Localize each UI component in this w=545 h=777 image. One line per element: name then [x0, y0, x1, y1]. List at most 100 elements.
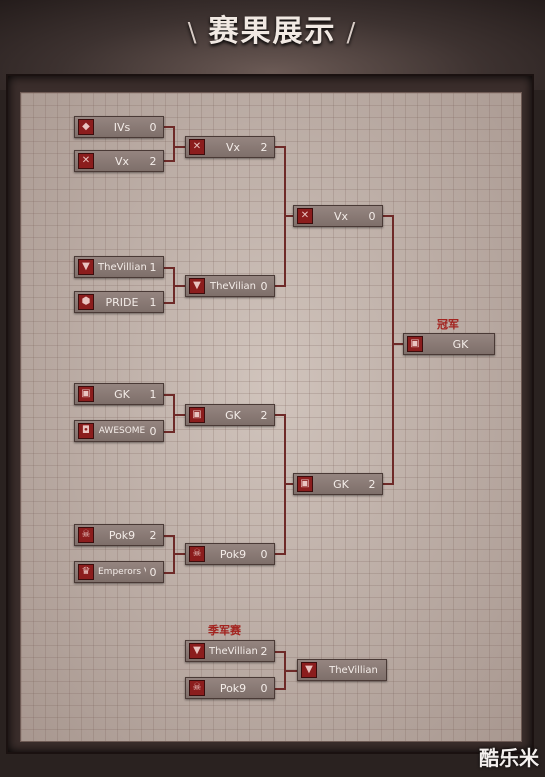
team-score: 2: [149, 154, 157, 168]
team-name: GK: [225, 408, 241, 422]
wire: [383, 215, 393, 217]
wire: [164, 431, 174, 433]
thevillian-logo-icon: ▼: [189, 278, 205, 294]
wire: [284, 215, 293, 217]
wire: [164, 302, 174, 304]
team-score: 1: [149, 387, 157, 401]
third-place-label: 季军赛: [208, 624, 241, 637]
gk-logo-icon: ▣: [189, 407, 205, 423]
wire: [275, 651, 285, 653]
team-slot-round1: ⬢ PRIDE 1: [74, 291, 164, 313]
team-name: Emperors V: [98, 567, 146, 577]
wire: [383, 483, 393, 485]
team-name: Pok9: [108, 528, 136, 542]
third-place-winner-slot: ▼ TheVillian: [297, 659, 387, 681]
thevillian-logo-icon: ▼: [78, 259, 94, 275]
team-score: 0: [149, 424, 157, 438]
vx-logo-icon: ✕: [78, 153, 94, 169]
pok9-logo-icon: ☠: [189, 546, 205, 562]
wire: [275, 285, 285, 287]
team-score: 2: [260, 644, 268, 658]
thevillian-logo-icon: ▼: [301, 662, 317, 678]
team-score: 2: [260, 140, 268, 154]
wire: [173, 285, 185, 287]
wire: [284, 670, 297, 672]
team-slot-round2: ☠ Pok9 0: [185, 543, 275, 565]
team-slot-round1: ♛ Emperors V 0: [74, 561, 164, 583]
team-score: 0: [149, 120, 157, 134]
team-slot-round1: ◆ IVs 0: [74, 116, 164, 138]
wire: [164, 572, 174, 574]
wire: [284, 483, 293, 485]
page-title: \ 赛果展示 /: [0, 6, 545, 50]
wire: [173, 553, 185, 555]
team-name: Pok9: [219, 681, 247, 695]
wire: [275, 553, 285, 555]
team-slot-round1: ▣ GK 1: [74, 383, 164, 405]
wire: [173, 414, 185, 416]
title-deco-right: /: [346, 18, 358, 48]
wire: [164, 160, 174, 162]
gk-logo-icon: ▣: [78, 386, 94, 402]
team-score: 2: [368, 477, 376, 491]
wire: [173, 126, 175, 162]
team-name: Vx: [114, 154, 130, 168]
team-name: GK: [452, 337, 469, 351]
pride-logo-icon: ⬢: [78, 294, 94, 310]
team-name: IVs: [113, 120, 131, 134]
team-score: 0: [260, 279, 268, 293]
team-slot-round1: ✕ Vx 2: [74, 150, 164, 172]
team-name: TheVilian: [209, 280, 257, 292]
wire: [164, 126, 174, 128]
team-name: AWESOME: [98, 426, 146, 436]
wire: [173, 146, 185, 148]
team-slot-round1: ▼ TheVillian 1: [74, 256, 164, 278]
team-score: 0: [149, 565, 157, 579]
team-score: 0: [260, 547, 268, 561]
team-name: TheVillian: [98, 261, 146, 273]
team-name: Vx: [225, 140, 241, 154]
wire: [275, 146, 285, 148]
title-deco-left: \: [187, 18, 199, 48]
team-name: Vx: [333, 209, 349, 223]
wire: [164, 267, 174, 269]
wire: [173, 394, 175, 433]
team-name: Pok9: [219, 547, 247, 561]
team-slot-round2: ✕ Vx 2: [185, 136, 275, 158]
team-slot-round3: ▣ GK 2: [293, 473, 383, 495]
team-score: 1: [149, 295, 157, 309]
team-slot-round2: ▼ TheVilian 0: [185, 275, 275, 297]
pok9-logo-icon: ☠: [189, 680, 205, 696]
team-score: 0: [260, 681, 268, 695]
gk-logo-icon: ▣: [407, 336, 423, 352]
ivs-logo-icon: ◆: [78, 119, 94, 135]
team-name: GK: [333, 477, 349, 491]
vx-logo-icon: ✕: [189, 139, 205, 155]
wire: [275, 414, 285, 416]
team-name: PRIDE: [105, 295, 139, 309]
team-slot-round2: ▣ GK 2: [185, 404, 275, 426]
team-slot-third-place: ☠ Pok9 0: [185, 677, 275, 699]
team-score: 0: [368, 209, 376, 223]
awesome-logo-icon: ◘: [78, 423, 94, 439]
team-slot-round1: ☠ Pok9 2: [74, 524, 164, 546]
champion-slot: ▣ GK: [403, 333, 495, 355]
team-name: GK: [114, 387, 130, 401]
page-title-text: 赛果展示: [208, 14, 337, 49]
gk-logo-icon: ▣: [297, 476, 313, 492]
team-slot-round1: ◘ AWESOME 0: [74, 420, 164, 442]
team-score: 2: [260, 408, 268, 422]
wire: [392, 215, 394, 485]
team-slot-round3: ✕ Vx 0: [293, 205, 383, 227]
team-name: TheVillian: [329, 664, 378, 676]
wire: [164, 394, 174, 396]
pok9-logo-icon: ☠: [78, 527, 94, 543]
watermark: 酷乐米: [479, 746, 539, 770]
team-score: 2: [149, 528, 157, 542]
emperors-logo-icon: ♛: [78, 564, 94, 580]
wire: [392, 343, 403, 345]
wire: [164, 535, 174, 537]
team-score: 1: [149, 260, 157, 274]
team-name: TheVillian: [209, 645, 257, 657]
vx-logo-icon: ✕: [297, 208, 313, 224]
